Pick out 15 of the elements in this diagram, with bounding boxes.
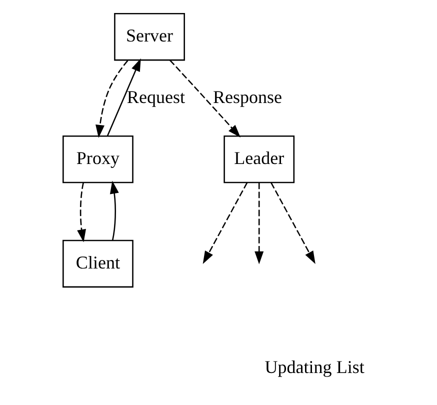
node-box: Proxy — [62, 135, 134, 184]
arrow — [202, 182, 248, 264]
arrow — [110, 180, 119, 241]
arrow — [106, 58, 141, 136]
arrow — [169, 60, 241, 138]
arrow — [270, 182, 316, 264]
node-box: Leader — [224, 135, 295, 184]
label: Updating List — [264, 356, 364, 377]
arrow — [77, 182, 86, 242]
edge-label: Request — [126, 86, 186, 107]
node-box: Server — [114, 13, 185, 61]
arrow — [254, 182, 264, 264]
edge-label: Response — [212, 86, 282, 107]
arrow — [96, 60, 128, 138]
node-box: Client — [62, 240, 134, 288]
